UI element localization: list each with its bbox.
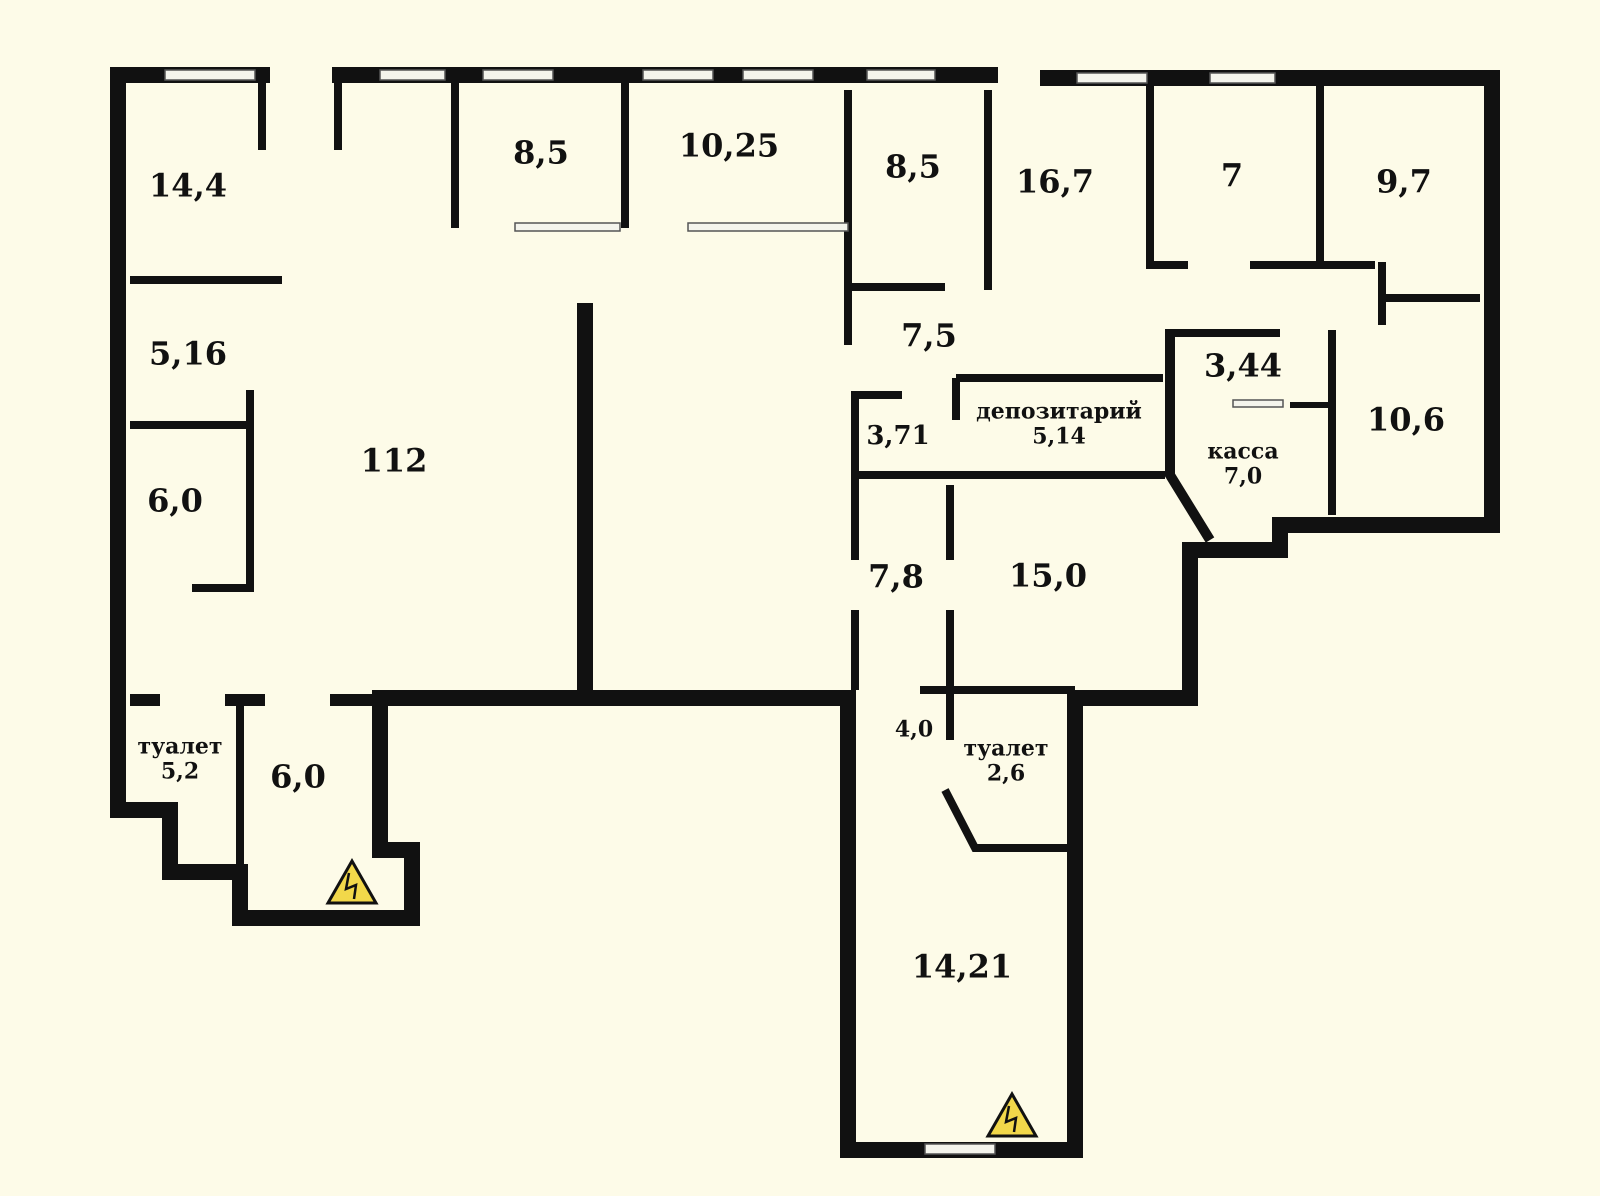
room-area: 15,0 (1009, 556, 1087, 595)
electrical-hazard-icon (325, 857, 379, 905)
room-label-cashier: касса 7,0 (1207, 438, 1279, 491)
room-area: 6,0 (270, 757, 326, 796)
room-area: 5,14 (1032, 424, 1086, 450)
room-area: 10,6 (1367, 400, 1445, 439)
exterior-wall (110, 67, 1500, 1158)
room-name: туалет (137, 733, 223, 760)
room-area: 5,16 (149, 334, 227, 373)
room-area: 7,0 (1223, 464, 1263, 490)
window (1209, 72, 1276, 84)
room-label-toilet: туалет 2,6 (963, 735, 1049, 788)
window (924, 1143, 996, 1155)
window (482, 69, 554, 81)
room-area: 10,25 (678, 126, 780, 165)
interior-wall (192, 390, 254, 592)
window (742, 69, 814, 81)
room-area: 14,21 (911, 947, 1013, 986)
interior-wall (1165, 333, 1215, 543)
interior-wall (1146, 85, 1188, 269)
room-name: депозитарий (976, 398, 1142, 425)
room-name: касса (1207, 438, 1279, 465)
room-area: 8,5 (513, 133, 569, 172)
interior-wall (941, 788, 1070, 852)
room-area: 2,6 (986, 761, 1026, 787)
room-area: 7,8 (868, 557, 924, 596)
room-area: 3,44 (1204, 346, 1282, 385)
room-area: 7,5 (901, 316, 957, 355)
window (514, 222, 621, 232)
room-area: 4,0 (894, 716, 934, 743)
room-area: 16,7 (1016, 162, 1094, 201)
window (642, 69, 714, 81)
room-area: 7 (1220, 156, 1244, 195)
room-area: 112 (360, 441, 428, 480)
room-area: 9,7 (1376, 162, 1432, 201)
room-area: 6,0 (147, 481, 203, 520)
window (1232, 399, 1284, 408)
window (687, 222, 849, 232)
room-area: 14,4 (149, 166, 227, 205)
window (1076, 72, 1148, 84)
interior-wall (851, 391, 902, 560)
room-area: 8,5 (885, 147, 941, 186)
electrical-hazard-icon (985, 1090, 1039, 1138)
window (866, 69, 936, 81)
window (379, 69, 446, 81)
room-area: 3,71 (866, 421, 930, 452)
room-label-toilet: туалет 5,2 (137, 733, 223, 786)
room-label-depository: депозитарий 5,14 (976, 398, 1142, 451)
room-name: туалет (963, 735, 1049, 762)
window (164, 69, 256, 81)
room-area: 5,2 (160, 759, 200, 785)
